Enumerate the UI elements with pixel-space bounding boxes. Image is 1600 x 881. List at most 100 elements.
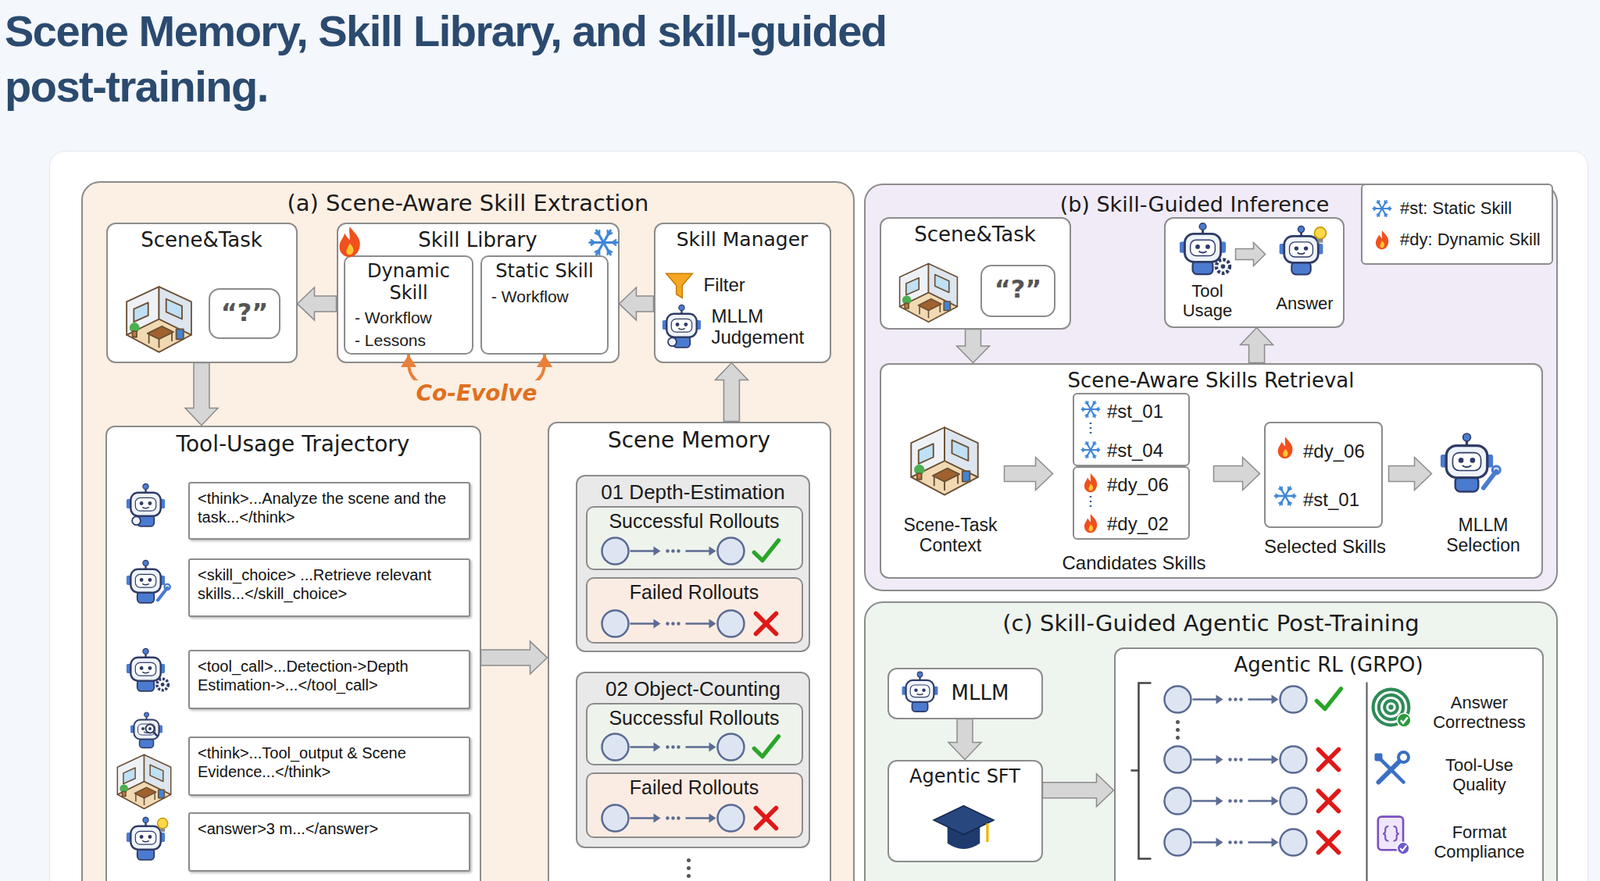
decor-shape bbox=[339, 226, 360, 258]
decor-shape bbox=[596, 242, 604, 255]
chain-head bbox=[709, 814, 717, 824]
trajectory-panel: Tool-Usage Trajectory<think>...Analyze t… bbox=[105, 425, 482, 881]
decor-shape bbox=[159, 286, 192, 336]
decor-shape bbox=[119, 784, 129, 793]
decor-shape bbox=[943, 301, 950, 311]
decor-shape bbox=[603, 230, 611, 243]
decor-shape bbox=[1220, 241, 1226, 253]
node-heading: #st_01 bbox=[1107, 400, 1186, 423]
decor-shape bbox=[1087, 454, 1090, 458]
decor-shape bbox=[160, 664, 165, 674]
node-heading: Skill Library bbox=[338, 224, 618, 254]
block-arrow bbox=[1235, 242, 1266, 267]
decor-shape bbox=[157, 818, 168, 829]
decor-shape bbox=[1087, 414, 1090, 418]
decor-shape bbox=[1085, 442, 1091, 450]
ellipsis-dot bbox=[1239, 799, 1243, 803]
decor-shape bbox=[130, 657, 161, 682]
ellipsis-dot bbox=[671, 549, 675, 553]
chain-line bbox=[1192, 758, 1219, 761]
block-arrow bbox=[619, 287, 654, 321]
cross-icon bbox=[756, 614, 777, 635]
ellipsis-dot bbox=[1228, 840, 1232, 844]
cap-icon bbox=[933, 806, 994, 850]
decor-shape bbox=[666, 314, 697, 338]
dotted-line bbox=[1089, 496, 1093, 511]
node-illustration bbox=[339, 226, 618, 258]
robot-icon bbox=[126, 560, 171, 604]
ellipsis-dot bbox=[1233, 799, 1237, 803]
code-icon bbox=[1378, 817, 1410, 855]
decor-shape bbox=[917, 693, 924, 695]
decor-shape bbox=[149, 332, 172, 348]
ellipsis-dot bbox=[1239, 757, 1243, 761]
manager-box: Skill ManagerFilterMLLM Judgement bbox=[653, 222, 832, 364]
decor-shape bbox=[1278, 436, 1293, 459]
decor-shape bbox=[121, 791, 126, 797]
decor-shape bbox=[157, 588, 168, 601]
skill-box: Dynamic Skill- Workflow- Lessons bbox=[343, 255, 474, 355]
decor-shape bbox=[1291, 261, 1311, 275]
ellipsis-dot bbox=[676, 816, 680, 820]
decor-shape bbox=[1486, 454, 1493, 468]
training-box: Agentic SFT bbox=[887, 760, 1043, 863]
decor-shape bbox=[1291, 494, 1294, 497]
decor-shape bbox=[117, 782, 171, 810]
ellipsis-dot bbox=[671, 745, 675, 749]
tools-icon bbox=[1375, 752, 1410, 783]
node-text: Scene-Task Context bbox=[888, 514, 1014, 557]
decor-shape bbox=[138, 724, 156, 736]
chain-line bbox=[685, 817, 712, 820]
skill-list: #dy_06#dy_02 bbox=[1072, 466, 1190, 540]
decor-shape bbox=[1380, 240, 1386, 248]
decor-shape bbox=[756, 614, 777, 635]
ellipsis-dot bbox=[1233, 757, 1237, 761]
connector bbox=[948, 719, 982, 761]
legend-symbol bbox=[1370, 228, 1394, 252]
decor-shape bbox=[130, 569, 161, 593]
decor-shape bbox=[1483, 471, 1497, 488]
decor-shape bbox=[1378, 817, 1404, 851]
trajectory-step: <answer>3 m...</answer> bbox=[188, 812, 471, 872]
decor-shape bbox=[126, 832, 132, 843]
node-text: - Workflow bbox=[482, 285, 608, 308]
decor-shape bbox=[910, 685, 930, 698]
fire-icon bbox=[1375, 230, 1389, 250]
snow-icon bbox=[1082, 442, 1100, 458]
decor-shape bbox=[137, 515, 155, 527]
node-text: - Workflow bbox=[345, 306, 472, 329]
decor-shape bbox=[678, 304, 685, 311]
output-box: Tool Usage Answer bbox=[1164, 217, 1345, 329]
decor-shape bbox=[1090, 408, 1100, 411]
node-heading: Tool Usage bbox=[1168, 281, 1247, 322]
retrieval-box: Scene-Aware Skills RetrievalScene-Task C… bbox=[879, 363, 1543, 579]
decor-shape bbox=[142, 583, 149, 586]
node-text: - Lessons bbox=[345, 328, 472, 352]
decor-shape bbox=[591, 239, 596, 243]
decor-shape bbox=[1281, 501, 1283, 505]
decor-shape bbox=[144, 754, 172, 795]
trajectory-step: <skill_choice> ...Retrieve relevant skil… bbox=[188, 558, 471, 618]
task-group: 01 Depth-EstimationSuccessful RolloutsFa… bbox=[575, 475, 811, 653]
decor-shape bbox=[1279, 496, 1286, 505]
decor-shape bbox=[1192, 260, 1214, 275]
decor-shape bbox=[1096, 409, 1099, 411]
decor-shape bbox=[1090, 449, 1100, 451]
block-arrow bbox=[1214, 457, 1261, 491]
node-text: Answer bbox=[1267, 293, 1343, 314]
ellipsis-dot bbox=[1228, 757, 1232, 761]
decor-shape bbox=[1085, 454, 1088, 457]
trajectory-step: <think>...Tool_output & Scene Evidence..… bbox=[188, 736, 471, 797]
ellipsis-dot bbox=[1233, 697, 1237, 701]
decor-shape bbox=[1087, 442, 1090, 446]
decor-shape bbox=[906, 680, 935, 703]
ellipsis-dot bbox=[1233, 840, 1237, 844]
decor-shape bbox=[1385, 213, 1388, 215]
node-heading: Agentic SFT bbox=[889, 761, 1042, 790]
decor-shape bbox=[1294, 246, 1299, 250]
ellipsis-dot bbox=[1239, 697, 1243, 701]
node-heading: Successful Rollouts bbox=[587, 507, 802, 536]
state-circle bbox=[1164, 788, 1192, 815]
decor-shape bbox=[148, 578, 153, 583]
